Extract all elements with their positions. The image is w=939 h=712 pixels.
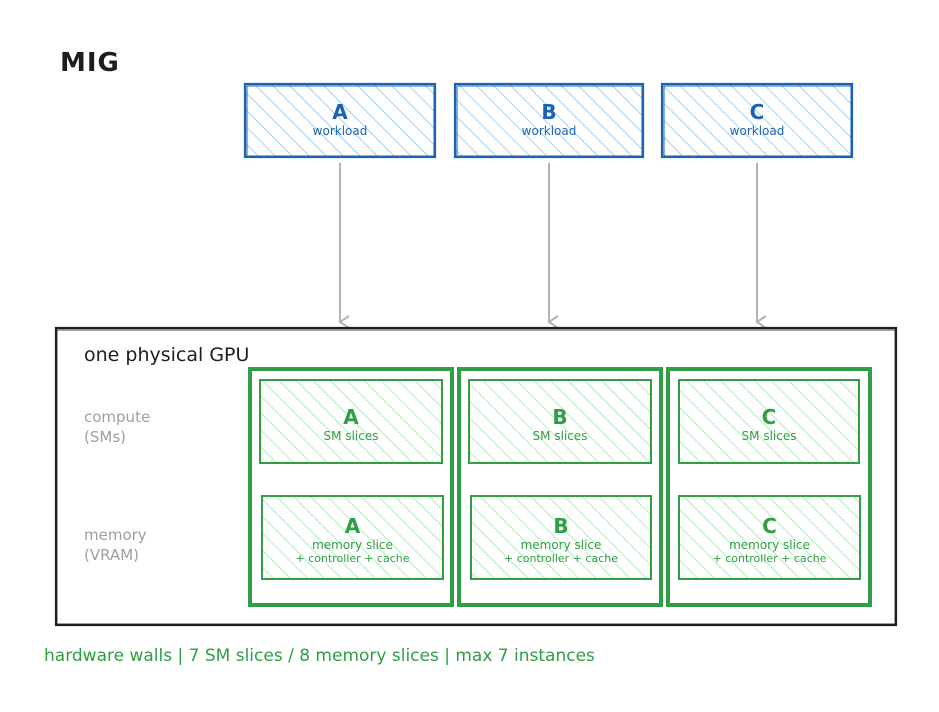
memory-slice-b-label: memory slice: [520, 538, 602, 552]
workload-c-text: C workload: [662, 100, 852, 138]
row-label-compute-line2: (SMs): [84, 428, 126, 446]
gpu-label: one physical GPU: [84, 344, 250, 366]
workload-a-text: A workload: [245, 100, 435, 138]
workload-b-letter: B: [541, 100, 557, 124]
memory-slice-a-sub: + controller + cache: [295, 552, 410, 566]
sm-slice-b-letter: B: [552, 405, 568, 429]
memory-slice-a-letter: A: [344, 514, 361, 538]
memory-slice-b-text: B memory slice + controller + cache: [471, 514, 651, 566]
sm-slice-a-letter: A: [343, 405, 359, 429]
workload-b-text: B workload: [455, 100, 643, 138]
sm-slice-b-text: B SM slices: [469, 405, 651, 443]
memory-slice-c-text: C memory slice + controller + cache: [679, 514, 860, 566]
workload-box-b: [453, 82, 645, 159]
memory-slice-c-sub: + controller + cache: [712, 552, 827, 566]
row-label-memory: memory (VRAM): [84, 525, 147, 565]
sm-slice-a-text: A SM slices: [260, 405, 442, 443]
row-label-compute-line1: compute: [84, 408, 151, 426]
instance-column-c: [666, 367, 872, 607]
workload-a-label: workload: [312, 124, 368, 138]
workload-box-a: [243, 82, 437, 159]
sm-slice-c-text: C SM slices: [679, 405, 859, 443]
memory-slice-c-letter: C: [762, 514, 777, 538]
row-label-memory-line2: (VRAM): [84, 546, 139, 564]
diagram-title: MIG: [60, 48, 120, 78]
sm-slice-a: [259, 379, 443, 464]
sm-slice-b: [468, 379, 652, 464]
memory-slice-c-label: memory slice: [729, 538, 810, 552]
memory-slice-b-sub: + controller + cache: [504, 552, 618, 566]
instance-column-b: [457, 367, 663, 607]
memory-slice-a-label: memory slice: [312, 538, 393, 552]
memory-slice-b-letter: B: [553, 514, 569, 538]
sm-slice-c: [678, 379, 860, 464]
sm-slice-a-label: SM slices: [323, 429, 379, 443]
workload-c-letter: C: [749, 100, 765, 124]
workload-c-label: workload: [729, 124, 785, 138]
row-label-memory-line1: memory: [84, 526, 147, 544]
memory-slice-a: [261, 495, 444, 580]
row-label-compute: compute (SMs): [84, 407, 150, 447]
sm-slice-c-letter: C: [761, 405, 777, 429]
footer-caption: hardware walls | 7 SM slices / 8 memory …: [44, 646, 595, 666]
instance-column-a: [248, 367, 454, 607]
workload-b-label: workload: [521, 124, 577, 138]
sm-slice-b-label: SM slices: [532, 429, 588, 443]
workload-box-c: [660, 82, 854, 159]
memory-slice-c: [678, 495, 861, 580]
gpu-container: [54, 326, 898, 627]
memory-slice-b: [470, 495, 652, 580]
memory-slice-a-text: A memory slice + controller + cache: [262, 514, 443, 566]
sm-slice-c-label: SM slices: [741, 429, 797, 443]
workload-a-letter: A: [332, 100, 348, 124]
